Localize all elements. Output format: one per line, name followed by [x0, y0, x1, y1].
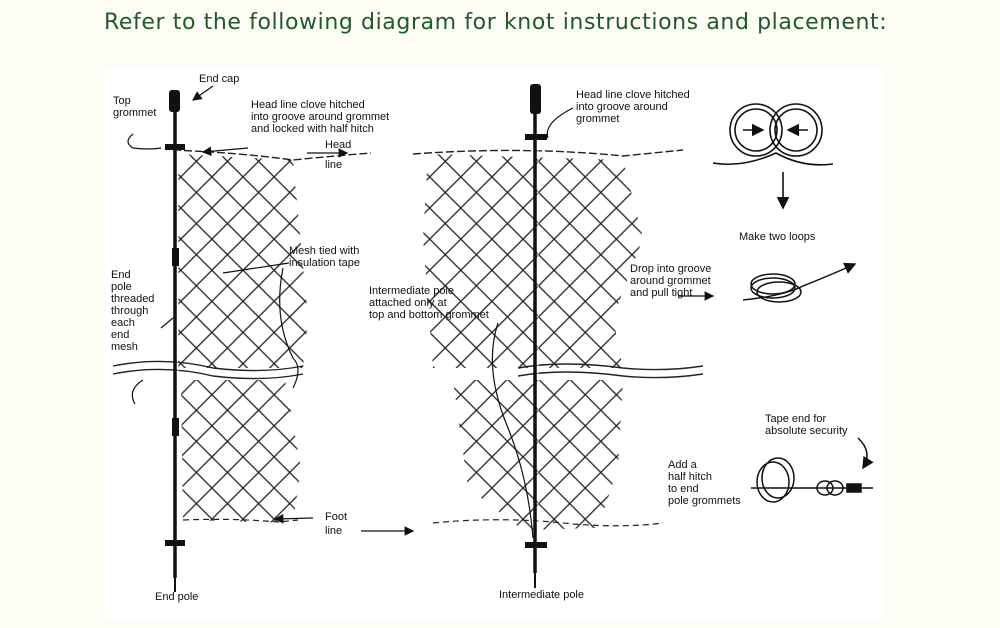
- label-head-line: Head line: [325, 139, 354, 171]
- label-intermediate-attached: Intermediate pole attached only at top a…: [369, 285, 489, 321]
- end-pole: [165, 90, 185, 592]
- knot-drop-into-groove: [742, 262, 857, 303]
- tape-mark-lower: [172, 418, 179, 436]
- mesh-upper-left: [178, 154, 308, 368]
- knot-diagram: End cap Top grommet Head line clove hitc…: [103, 68, 883, 620]
- label-foot-line: Foot line: [325, 511, 350, 537]
- label-head-line-right: Head line clove hitched into groove arou…: [576, 89, 693, 125]
- knot-two-loops: [712, 103, 834, 210]
- label-drop-into-groove: Drop into groove around grommet and pull…: [630, 263, 714, 299]
- label-tape-end: Tape end for absolute security: [765, 413, 848, 437]
- label-intermediate-pole: Intermediate pole: [499, 589, 584, 601]
- end-cap-shape: [169, 90, 180, 112]
- intermediate-top-grommet: [525, 134, 547, 140]
- intermediate-pole: [525, 84, 547, 588]
- mesh-lower-left: [181, 380, 301, 523]
- label-end-pole-threaded: End pole threaded through each end mesh: [111, 269, 158, 353]
- page-heading: Refer to the following diagram for knot …: [104, 10, 888, 35]
- top-grommet-shape: [165, 144, 185, 150]
- end-pole-net: [112, 149, 372, 523]
- mesh-upper-middle: [423, 154, 643, 368]
- label-make-two-loops: Make two loops: [739, 231, 816, 243]
- label-add-half-hitch: Add a half hitch to end pole grommets: [668, 459, 741, 507]
- knot-half-hitch-taped: [751, 437, 874, 503]
- label-top-grommet: Top grommet: [113, 95, 156, 119]
- intermediate-bottom-grommet: [525, 542, 547, 548]
- label-head-line-left: Head line clove hitched into groove arou…: [251, 99, 392, 135]
- bottom-grommet-shape: [165, 540, 185, 546]
- label-end-pole: End pole: [155, 591, 198, 603]
- intermediate-pole-net: [412, 149, 704, 530]
- tape-mark-upper: [172, 248, 179, 266]
- intermediate-cap-shape: [530, 84, 541, 114]
- knot-diagram-svg: End cap Top grommet Head line clove hitc…: [111, 73, 874, 603]
- leader-lines: [127, 85, 715, 539]
- label-end-cap: End cap: [199, 73, 239, 85]
- label-mesh-tied: Mesh tied with insulation tape: [289, 245, 362, 269]
